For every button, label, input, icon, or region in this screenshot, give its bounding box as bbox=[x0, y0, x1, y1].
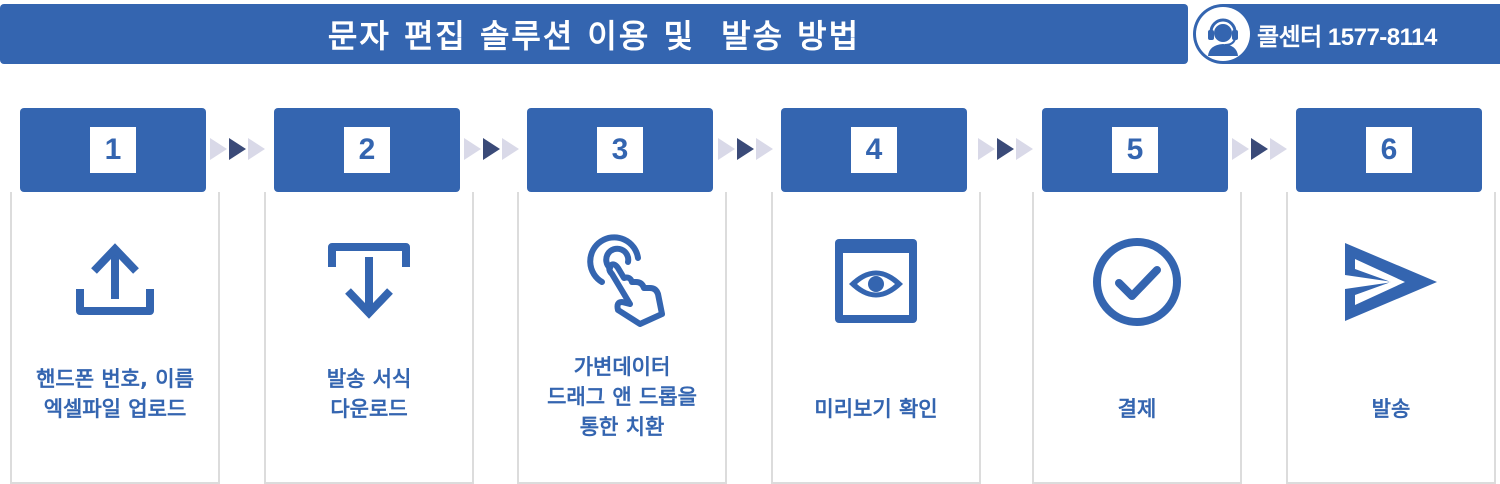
flow-arrow bbox=[718, 137, 774, 161]
check-circle-icon bbox=[1087, 232, 1187, 332]
headset-agent-icon bbox=[1196, 7, 1250, 61]
step-label: 결제 bbox=[1117, 397, 1157, 421]
upload-icon bbox=[65, 232, 165, 332]
step-number: 1 bbox=[90, 127, 136, 173]
flow-arrow bbox=[210, 137, 266, 161]
step-payment: 5 결제 bbox=[1032, 108, 1242, 484]
step-drag-drop: 3 가변데이터 드래그 앤 드롭을 통한 치환 bbox=[517, 108, 727, 484]
step-label: 발송 서식 다운로드 bbox=[326, 367, 412, 421]
step-download-form: 2 발송 서식 다운로드 bbox=[264, 108, 474, 484]
step-header: 3 bbox=[527, 108, 713, 192]
step-label: 발송 bbox=[1371, 397, 1411, 421]
download-icon bbox=[319, 232, 419, 332]
flow-arrow bbox=[464, 137, 520, 161]
flow-arrow bbox=[1232, 137, 1288, 161]
step-card: 발송 bbox=[1286, 192, 1496, 484]
step-number: 4 bbox=[851, 127, 897, 173]
step-number: 6 bbox=[1366, 127, 1412, 173]
step-header: 6 bbox=[1296, 108, 1482, 192]
callcenter-number: 콜센터 1577-8114 bbox=[1257, 23, 1437, 51]
step-header: 2 bbox=[274, 108, 460, 192]
step-send: 6 발송 bbox=[1286, 108, 1496, 484]
step-card: 발송 서식 다운로드 bbox=[264, 192, 474, 484]
step-header: 4 bbox=[781, 108, 967, 192]
step-label: 미리보기 확인 bbox=[814, 397, 938, 421]
touch-hand-icon bbox=[572, 232, 672, 332]
step-number: 3 bbox=[597, 127, 643, 173]
step-number: 2 bbox=[344, 127, 390, 173]
step-preview: 4 미리보기 확인 bbox=[771, 108, 981, 484]
eye-preview-icon bbox=[826, 232, 926, 332]
send-icon bbox=[1341, 232, 1441, 332]
page-title: 문자 편집 솔루션 이용 및 발송 방법 bbox=[327, 17, 861, 55]
step-label: 핸드폰 번호, 이름 엑셀파일 업로드 bbox=[36, 367, 194, 421]
step-card: 미리보기 확인 bbox=[771, 192, 981, 484]
step-card: 가변데이터 드래그 앤 드롭을 통한 치환 bbox=[517, 192, 727, 484]
step-header: 5 bbox=[1042, 108, 1228, 192]
step-label: 가변데이터 드래그 앤 드롭을 통한 치환 bbox=[547, 355, 697, 439]
callcenter-badge[interactable]: 콜센터 1577-8114 bbox=[1193, 4, 1500, 64]
flow-arrow bbox=[978, 137, 1034, 161]
step-upload: 1 핸드폰 번호, 이름 엑셀파일 업로드 bbox=[10, 108, 220, 484]
title-banner: 문자 편집 솔루션 이용 및 발송 방법 bbox=[0, 4, 1188, 64]
step-card: 결제 bbox=[1032, 192, 1242, 484]
step-header: 1 bbox=[20, 108, 206, 192]
step-number: 5 bbox=[1112, 127, 1158, 173]
step-card: 핸드폰 번호, 이름 엑셀파일 업로드 bbox=[10, 192, 220, 484]
